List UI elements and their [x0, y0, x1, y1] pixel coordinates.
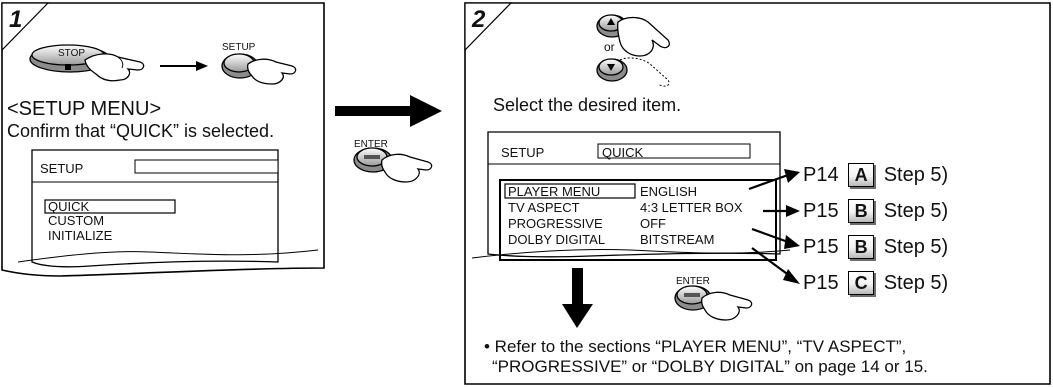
reference-letter: B	[848, 199, 875, 223]
screen2-value-player-menu: ENGLISH	[640, 184, 698, 199]
screen2-item-progressive: PROGRESSIVE	[508, 216, 603, 231]
note-line-2: “PROGRESSIVE” or “DOLBY DIGITAL” on page…	[492, 357, 928, 376]
reference-page: P15	[803, 200, 839, 222]
screen1-item-initialize: INITIALIZE	[48, 228, 113, 243]
setup-menu-heading: <SETUP MENU>	[7, 98, 162, 120]
step-number-2: 2	[472, 6, 486, 33]
reference-page: P14	[803, 164, 839, 186]
reference-tv-aspect: P15 B Step 5)	[803, 199, 948, 223]
arrow-right-icon	[160, 61, 208, 71]
screen2-mode: QUICK	[602, 145, 644, 160]
setup-label: SETUP	[222, 42, 256, 53]
screen2-value-tv-aspect: 4:3 LETTER BOX	[640, 200, 743, 215]
screen2-item-dolby-digital: DOLBY DIGITAL	[508, 232, 606, 247]
reference-letter: A	[848, 163, 875, 187]
reference-step: Step 5)	[883, 236, 949, 258]
reference-page: P15	[803, 236, 839, 258]
setup-screen-1	[17, 149, 319, 268]
enter-label-2: ENTER	[676, 276, 710, 287]
screen1-item-custom: CUSTOM	[48, 213, 105, 228]
reference-page: P15	[803, 272, 839, 294]
reference-dolby-digital: P15 C Step 5)	[803, 271, 948, 295]
enter-label: ENTER	[354, 139, 388, 150]
screen2-value-dolby-digital: BITSTREAM	[640, 232, 715, 247]
screen2-item-tv-aspect: TV ASPECT	[508, 200, 580, 215]
step1-instruction: Confirm that “QUICK” is selected.	[7, 121, 275, 141]
hand-icon	[84, 53, 145, 82]
step2-instruction: Select the desired item.	[493, 95, 682, 115]
reference-step: Step 5)	[883, 200, 949, 222]
stop-label: STOP	[58, 48, 86, 59]
setup-screen-2	[471, 131, 791, 261]
reference-player-menu: P14 A Step 5)	[803, 163, 948, 187]
reference-progressive: P15 B Step 5)	[803, 235, 948, 259]
note-line-1: • Refer to the sections “PLAYER MENU”, “…	[484, 337, 907, 356]
hand-icon	[246, 58, 297, 85]
reference-step: Step 5)	[883, 164, 949, 186]
hand-icon	[700, 291, 753, 321]
screen1-item-quick: QUICK	[48, 199, 90, 214]
down-arrow-icon	[562, 268, 593, 328]
or-label: or	[604, 40, 615, 54]
step-number-1: 1	[9, 6, 23, 33]
reference-letter: C	[848, 271, 875, 295]
screen2-value-progressive: OFF	[640, 216, 666, 231]
hand-icon	[616, 16, 670, 87]
screen2-title: SETUP	[501, 145, 545, 160]
screen2-item-player-menu: PLAYER MENU	[508, 184, 601, 199]
reference-letter: B	[848, 235, 875, 259]
hand-icon	[380, 153, 433, 183]
big-arrow-icon	[335, 95, 442, 127]
reference-step: Step 5)	[883, 272, 949, 294]
down-button-icon	[596, 58, 628, 82]
reference-arrows	[748, 169, 800, 284]
screen1-title: SETUP	[40, 161, 84, 176]
